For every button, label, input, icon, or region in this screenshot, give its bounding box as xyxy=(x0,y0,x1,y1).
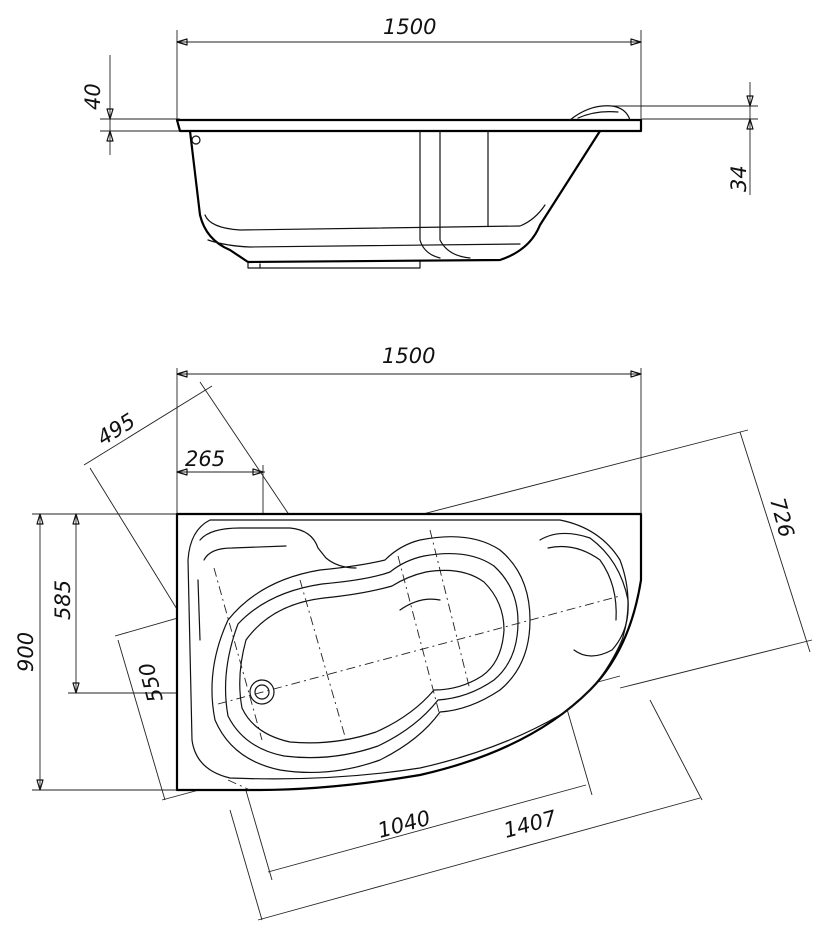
dim-585-label: 585 xyxy=(51,580,75,620)
top-width-dimension: 1500 xyxy=(176,344,642,515)
side-width-label: 1500 xyxy=(383,15,436,39)
side-rim-label: 40 xyxy=(81,83,105,110)
dim-265-label: 265 xyxy=(185,447,225,471)
side-headrest-dimension: 34 xyxy=(610,82,758,195)
tub-basin xyxy=(211,536,531,774)
side-view: 1500 40 34 xyxy=(81,15,758,269)
side-rim-dimension: 40 xyxy=(81,55,180,155)
side-tub-body xyxy=(175,105,643,269)
dim-726-label: 726 xyxy=(765,495,799,540)
dim-550-label: 550 xyxy=(134,660,168,705)
tub-outline xyxy=(175,512,643,792)
center-lines xyxy=(213,529,621,791)
dim-900-label: 900 xyxy=(14,632,38,672)
side-width-dimension: 1500 xyxy=(176,15,642,120)
top-view: 1500 265 495 900 xyxy=(14,344,813,921)
dim-495-label: 495 xyxy=(93,409,140,451)
dim-1040-label: 1040 xyxy=(375,806,433,843)
dim-1407-label: 1407 xyxy=(501,806,559,843)
dimension-900: 900 xyxy=(14,513,180,791)
dimension-585: 585 xyxy=(51,513,260,694)
top-width-label: 1500 xyxy=(382,344,435,368)
side-headrest-label: 34 xyxy=(727,165,751,192)
drain-icon xyxy=(249,679,275,705)
